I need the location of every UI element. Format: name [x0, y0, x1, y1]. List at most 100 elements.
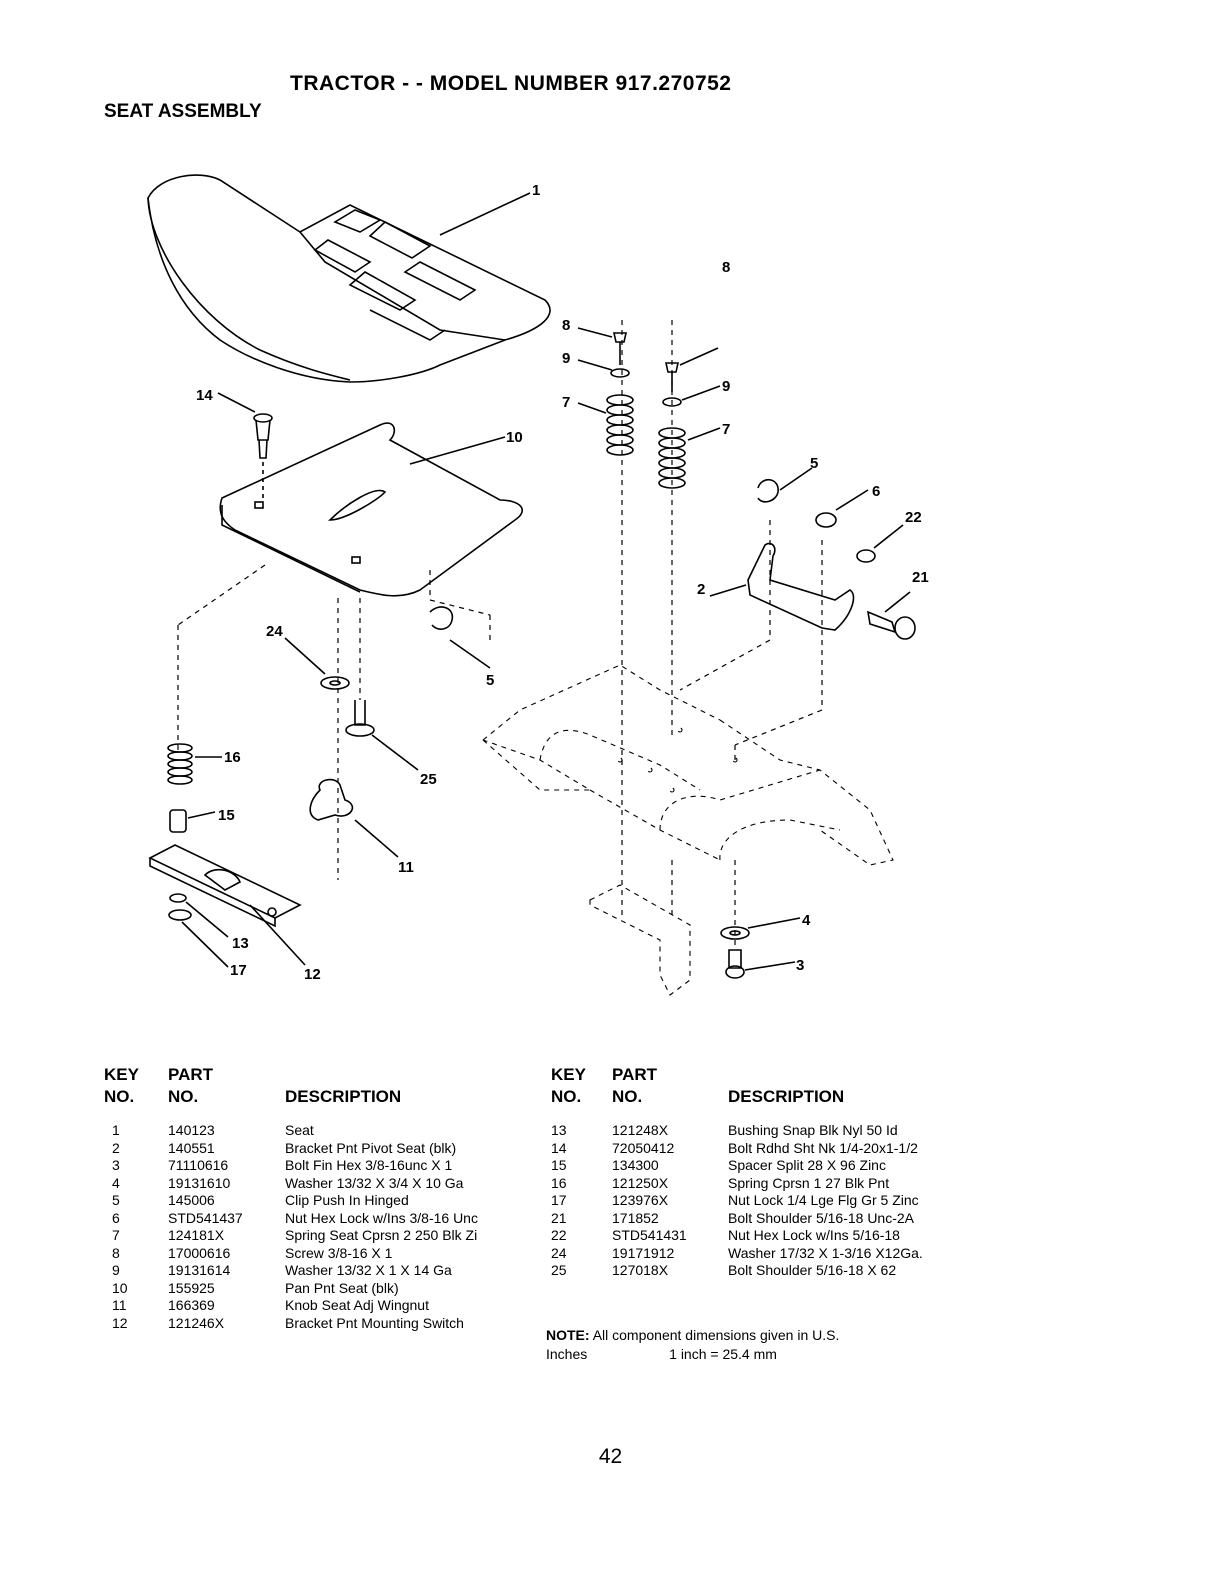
part-cell: 19131614 [168, 1262, 231, 1278]
callout-14: 14 [196, 387, 213, 404]
callout-2: 2 [697, 581, 705, 598]
callout-10: 10 [506, 429, 523, 446]
description-cell: Bolt Shoulder 5/16-18 Unc-2A [728, 1209, 914, 1226]
description-cell: Nut Hex Lock w/Ins 3/8-16 Unc [285, 1209, 478, 1226]
part-cell: 123976X [612, 1192, 669, 1208]
note-units: Inches [546, 1346, 588, 1362]
seat-part [147, 174, 551, 383]
callout-17: 17 [230, 962, 247, 979]
key-cell: 8 [112, 1244, 120, 1261]
part-cell: 72050412 [612, 1139, 675, 1156]
key-cell: 12 [112, 1314, 128, 1331]
description-cell: Nut Hex Lock w/Ins 5/16-18 [728, 1227, 900, 1243]
description-cell: Seat [285, 1122, 314, 1138]
key-cell: 25 [551, 1262, 567, 1278]
header-key-2: NO. [104, 1087, 135, 1106]
description-cell: Spring Seat Cprsn 2 250 Blk Zi [285, 1227, 478, 1243]
part-cell: 127018X [612, 1262, 669, 1278]
header-part-2: NO. [168, 1087, 199, 1106]
note-label: NOTE: [546, 1327, 590, 1343]
part-cell: 71110616 [168, 1157, 229, 1173]
callout-5-left: 5 [486, 672, 494, 689]
description-cell: Washer 17/32 X 1-3/16 X12Ga. [728, 1244, 923, 1261]
part-column-right: 121248X 72050412 134300 121250X 123976X … [612, 1122, 687, 1280]
key-column-right: 13 14 15 16 17 21 22 24 25 [551, 1122, 567, 1280]
key-cell: 13 [551, 1122, 567, 1138]
header-description: DESCRIPTION [728, 1087, 845, 1106]
header-part-1: PART [168, 1065, 214, 1084]
callout-6: 6 [872, 483, 880, 500]
callout-9-right: 9 [722, 378, 730, 395]
page-title: TRACTOR - - MODEL NUMBER 917.270752 [290, 72, 732, 95]
part-cell: 19131610 [168, 1174, 231, 1191]
key-column-left: 1 2 3 4 5 6 7 8 9 10 11 12 [112, 1122, 128, 1332]
part-cell: 140551 [168, 1139, 215, 1156]
callout-21: 21 [912, 569, 929, 586]
note-line-2: Inches 1 inch = 25.4 mm [546, 1346, 777, 1362]
callout-22: 22 [905, 509, 922, 526]
key-cell: 9 [112, 1262, 120, 1278]
description-cell: Washer 13/32 X 1 X 14 Ga [285, 1262, 452, 1278]
callout-13: 13 [232, 935, 249, 952]
description-cell: Bolt Rdhd Sht Nk 1/4-20x1-1/2 [728, 1139, 918, 1156]
part-column-left: 140123 140551 71110616 19131610 145006 S… [168, 1122, 243, 1332]
part-cell: 17000616 [168, 1244, 231, 1261]
description-cell: Nut Lock 1/4 Lge Flg Gr 5 Zinc [728, 1192, 919, 1208]
seat-assembly-diagram: 1 14 10 8 9 7 8 9 7 5 6 22 21 2 24 5 16 … [147, 174, 929, 996]
callout-1: 1 [532, 182, 540, 199]
header-part-1: PART [612, 1065, 658, 1084]
description-cell: Bracket Pnt Mounting Switch [285, 1314, 464, 1331]
note-text: All component dimensions given in U.S. [592, 1327, 840, 1343]
callout-16: 16 [224, 749, 241, 766]
part-cell: 166369 [168, 1297, 215, 1313]
key-cell: 5 [112, 1192, 120, 1208]
seat-pan-part [219, 422, 523, 597]
callout-4: 4 [802, 912, 811, 929]
description-cell: Clip Push In Hinged [285, 1192, 409, 1208]
key-cell: 4 [112, 1174, 120, 1191]
key-cell: 14 [551, 1139, 567, 1156]
callout-7-right: 7 [722, 421, 730, 438]
callout-3: 3 [796, 957, 804, 974]
description-cell: Spring Cprsn 1 27 Blk Pnt [728, 1174, 890, 1191]
description-cell: Bracket Pnt Pivot Seat (blk) [285, 1139, 457, 1156]
description-column-right: Bushing Snap Blk Nyl 50 Id Bolt Rdhd Sht… [728, 1122, 923, 1280]
callout-11: 11 [398, 859, 414, 876]
part-cell: 145006 [168, 1192, 215, 1208]
part-cell: 121250X [612, 1174, 669, 1191]
header-description: DESCRIPTION [285, 1087, 402, 1106]
callout-9-left: 9 [562, 350, 570, 367]
header-key-2: NO. [551, 1087, 582, 1106]
header-part-2: NO. [612, 1087, 643, 1106]
description-cell: Screw 3/8-16 X 1 [285, 1244, 393, 1261]
part-cell: 19171912 [612, 1244, 675, 1261]
callout-8-left: 8 [562, 317, 570, 334]
part-cell: 155925 [168, 1279, 215, 1296]
key-cell: 21 [551, 1209, 567, 1226]
key-cell: 15 [551, 1157, 567, 1173]
key-cell: 1 [112, 1122, 120, 1138]
description-cell: Spacer Split 28 X 96 Zinc [728, 1157, 886, 1173]
callout-8-right: 8 [722, 259, 730, 276]
callout-7-left: 7 [562, 394, 570, 411]
note-line-1: NOTE: All component dimensions given in … [546, 1327, 839, 1343]
header-key-1: KEY [104, 1065, 139, 1084]
key-cell: 3 [112, 1157, 120, 1173]
key-cell: 16 [551, 1174, 567, 1191]
description-cell: Bushing Snap Blk Nyl 50 Id [728, 1122, 898, 1138]
description-column-left: Seat Bracket Pnt Pivot Seat (blk) Bolt F… [285, 1122, 478, 1332]
key-cell: 24 [551, 1244, 567, 1261]
description-cell: Pan Pnt Seat (blk) [285, 1279, 399, 1296]
callout-25: 25 [420, 771, 437, 788]
part-cell: 134300 [612, 1157, 659, 1173]
callout-15: 15 [218, 807, 235, 824]
callout-5-right: 5 [810, 455, 818, 472]
key-cell: 22 [551, 1227, 567, 1243]
part-cell: 124181X [168, 1227, 225, 1243]
key-cell: 11 [112, 1297, 127, 1313]
part-cell: 171852 [612, 1209, 659, 1226]
key-cell: 6 [112, 1209, 120, 1226]
key-cell: 7 [112, 1227, 120, 1243]
section-title: SEAT ASSEMBLY [104, 101, 262, 122]
callout-12: 12 [304, 966, 321, 983]
